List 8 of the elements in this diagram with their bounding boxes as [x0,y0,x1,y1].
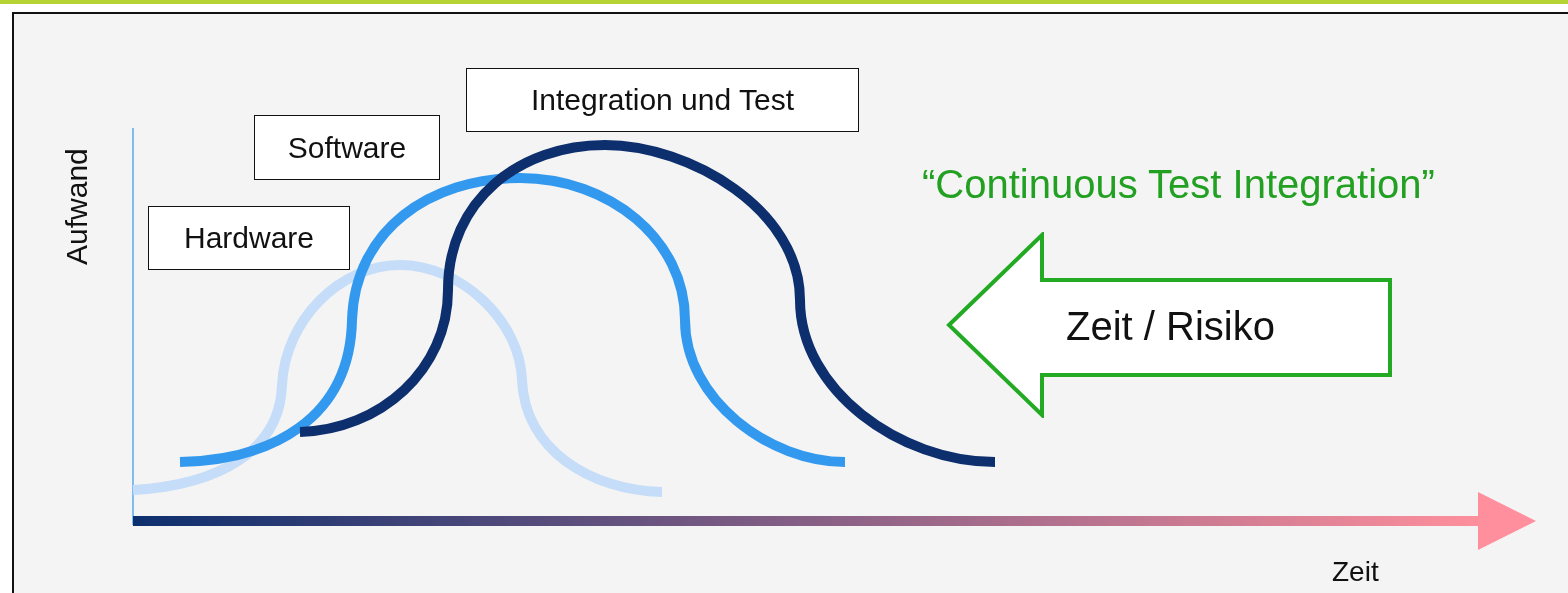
phase-label-box: Integration und Test [466,68,859,132]
phase-label-box: Hardware [148,206,350,270]
y-axis-title: Aufwand [60,148,94,265]
x-axis-title: Zeit [1332,556,1379,588]
phase-label-box: Software [254,115,440,180]
left-block-arrow [946,232,1393,418]
slogan-text: “Continuous Test Integration” [922,162,1435,207]
arrow-text: Zeit / Risiko [1066,304,1275,349]
